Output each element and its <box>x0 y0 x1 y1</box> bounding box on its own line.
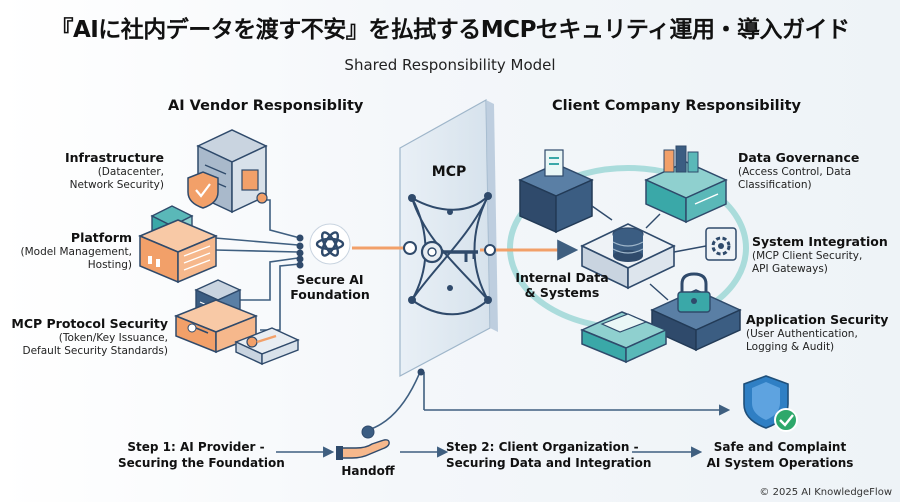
client-item-application-security: Application Security (User Authenticatio… <box>746 312 888 354</box>
copyright: © 2025 AI KnowledgeFlow <box>759 487 892 498</box>
protocol-token-box-icon <box>173 299 259 354</box>
mcp-network-nodes <box>408 192 492 304</box>
client-item-system-integration: System Integration (MCP Client Security,… <box>752 234 888 276</box>
vendor-item-infrastructure: Infrastructure (Datacenter, Network Secu… <box>65 150 164 192</box>
handoff-node <box>417 368 425 376</box>
client-item-title: Application Security <box>746 312 889 327</box>
vendor-item-desc: (Token/Key Issuance, <box>58 331 168 344</box>
vendor-item-desc: Network Security) <box>69 178 164 191</box>
vendor-heading: AI Vendor Responsiblity <box>168 98 364 114</box>
page-title: 『AIに社内データを渡す不安』を払拭するMCPセキュリティ運用・導入ガイド <box>50 17 850 43</box>
platform-server-icon <box>138 219 218 284</box>
client-item-data-governance: Data Governance (Access Control, Data Cl… <box>738 150 859 192</box>
secure-ai-foundation-label: Secure AI Foundation <box>290 272 370 302</box>
vendor-item-platform: Platform (Model Management, Hosting) <box>21 230 132 272</box>
client-item-desc: API Gateways) <box>752 262 828 275</box>
mcp-gateway-panel <box>399 98 498 377</box>
step1-label: Step 1: AI Provider - Securing the Found… <box>118 440 285 471</box>
step2-label: Step 2: Client Organization - Securing D… <box>446 440 652 471</box>
vendor-item-desc: Hosting) <box>87 258 132 271</box>
client-item-desc: Logging & Audit) <box>746 340 835 353</box>
client-item-desc: Classification) <box>738 178 812 191</box>
application-security-lock-icon <box>650 272 742 352</box>
vendor-item-protocol-security: MCP Protocol Security (Token/Key Issuanc… <box>11 316 168 358</box>
mcp-left-port <box>403 241 417 255</box>
page-subtitle: Shared Responsibility Model <box>344 56 556 74</box>
result-label: Safe and Complaint AI System Operations <box>702 440 858 471</box>
mcp-right-port <box>484 244 496 256</box>
step-line: Securing the Foundation <box>118 455 285 470</box>
client-item-desc: (Access Control, Data <box>738 165 852 178</box>
vendor-item-desc: Default Security Standards) <box>22 344 169 357</box>
verified-shield-icon <box>743 375 798 432</box>
client-server-icon <box>518 149 594 234</box>
hub-label-line: & Systems <box>524 285 600 300</box>
client-item-desc: (MCP Client Security, <box>752 249 863 262</box>
hub-label-line: Foundation <box>290 287 370 302</box>
step-line: AI System Operations <box>706 455 854 470</box>
mcp-key-icon <box>420 240 478 264</box>
client-heading: Client Company Responsibility <box>552 98 801 114</box>
system-integration-gear-icon <box>705 227 737 261</box>
handoff-label: Handoff <box>341 464 395 478</box>
internal-data-label: Internal Data & Systems <box>512 270 612 300</box>
step-line: Safe and Complaint <box>713 440 847 454</box>
handoff-up-link <box>367 371 421 431</box>
data-governance-server-icon <box>644 145 728 224</box>
vendor-item-desc: (Datacenter, <box>97 165 164 178</box>
protocol-key-card-icon <box>234 327 300 366</box>
handoff-hand-icon <box>336 425 390 460</box>
vendor-item-title: Platform <box>70 230 132 245</box>
mcp-label: MCP <box>431 164 467 180</box>
client-item-desc: (User Authentication, <box>746 327 858 340</box>
hub-label-line: Secure AI <box>296 272 364 287</box>
client-item-title: Data Governance <box>738 150 860 165</box>
step-line: Step 1: AI Provider - <box>127 440 265 454</box>
vendor-item-desc: (Model Management, <box>20 245 132 258</box>
secure-ai-hub-icon <box>309 223 351 265</box>
client-item-title: System Integration <box>752 234 888 249</box>
vendor-item-title: Infrastructure <box>65 150 164 165</box>
vendor-connector-dots <box>296 234 304 269</box>
client-connectors <box>591 205 707 301</box>
hub-label-line: Internal Data <box>515 270 609 285</box>
step-line: Securing Data and Integration <box>446 455 652 470</box>
application-terminal-icon <box>580 311 668 364</box>
vendor-item-title: MCP Protocol Security <box>11 316 168 331</box>
step-line: Step 2: Client Organization - <box>446 440 639 454</box>
infrastructure-shield-icon <box>187 171 219 209</box>
client-database-hub-icon <box>580 223 676 290</box>
